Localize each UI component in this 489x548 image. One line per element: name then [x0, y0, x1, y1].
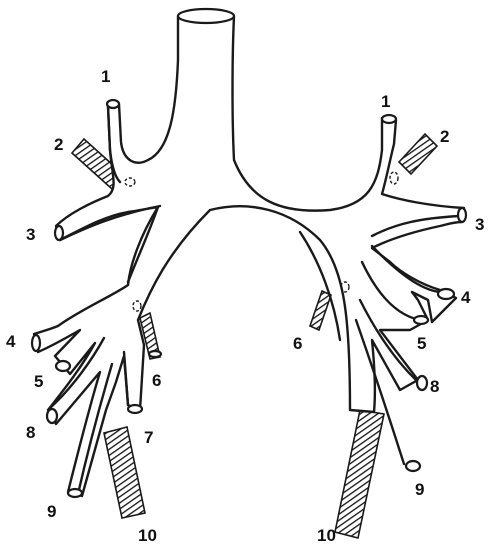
- left-end-9: [68, 489, 82, 497]
- right-end-9: [406, 461, 420, 471]
- label-right-5: 5: [417, 334, 426, 353]
- left-end-5: [56, 361, 70, 371]
- label-right-9: 9: [415, 480, 424, 499]
- right-hatched-segment-6: [310, 291, 331, 330]
- label-left-2: 2: [54, 135, 63, 154]
- label-left-3: 3: [26, 225, 35, 244]
- left-end-1: [107, 100, 119, 108]
- label-right-1: 1: [381, 92, 390, 111]
- right-end-5: [414, 316, 428, 324]
- right-end-4: [438, 289, 454, 299]
- left-end-3: [55, 226, 63, 240]
- left-hatched-segment-10: [104, 427, 145, 518]
- label-left-7: 7: [144, 428, 153, 447]
- left-end-4: [32, 335, 40, 351]
- right-end-8: [417, 376, 427, 390]
- label-left-6: 6: [152, 371, 161, 390]
- right-hatched-segment-2: [399, 134, 437, 174]
- label-left-8: 8: [26, 423, 35, 442]
- label-right-10: 10: [317, 526, 336, 545]
- right-upper-orifice: [390, 172, 398, 184]
- trachea-top-lumen: [178, 9, 234, 23]
- left-end-8: [47, 409, 57, 423]
- label-right-4: 4: [461, 288, 471, 307]
- label-right-2: 2: [440, 127, 449, 146]
- trachea-outline: [34, 16, 464, 496]
- label-right-6: 6: [293, 334, 302, 353]
- label-right-8: 8: [430, 377, 439, 396]
- right-end-1: [382, 115, 396, 123]
- label-left-5: 5: [34, 372, 43, 391]
- label-left-1: 1: [101, 67, 110, 86]
- label-left-10: 10: [138, 526, 157, 545]
- left-end-7: [128, 405, 142, 413]
- right-end-3: [458, 208, 466, 222]
- label-left-4: 4: [6, 332, 16, 351]
- left-end-6: [149, 351, 161, 357]
- right-hatched-segment-10: [335, 410, 384, 538]
- label-left-9: 9: [47, 502, 56, 521]
- label-right-3: 3: [475, 215, 484, 234]
- trachea-and-main-bronchi: [34, 16, 464, 496]
